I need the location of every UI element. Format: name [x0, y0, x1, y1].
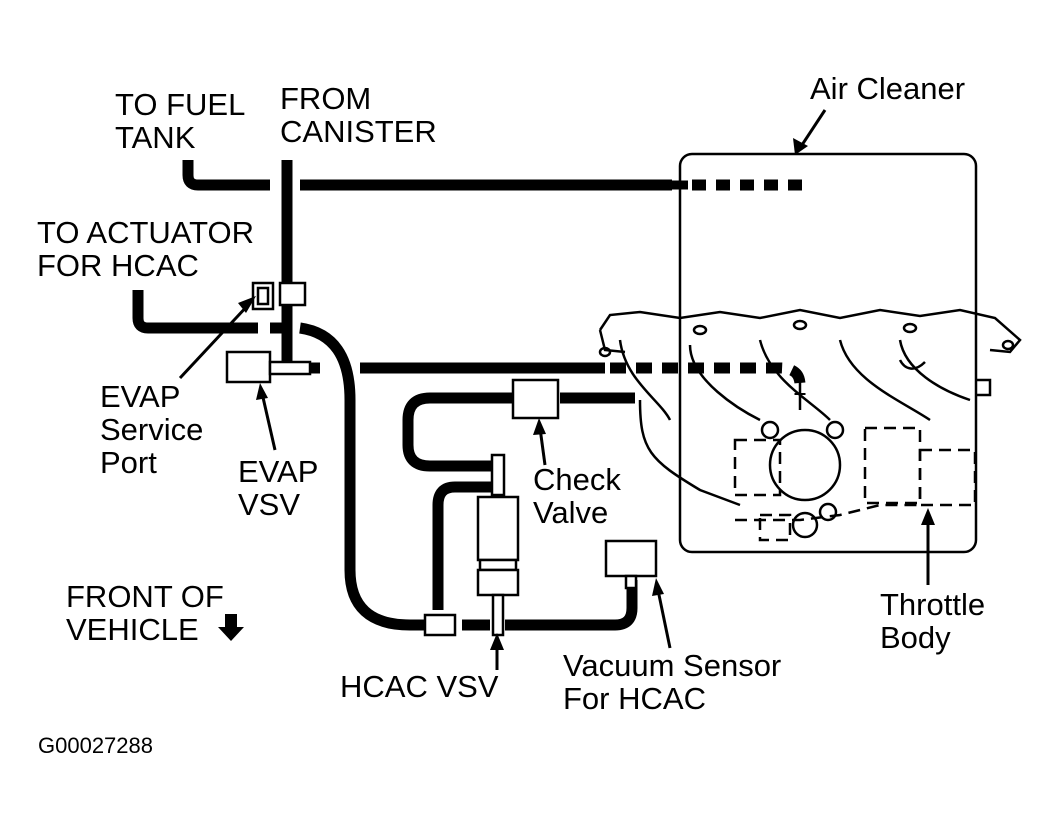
evap-service-port — [251, 281, 275, 311]
evap-vsv-label: EVAP VSV — [238, 454, 319, 522]
hcac-vsv — [423, 453, 520, 637]
throttle-body — [733, 380, 977, 542]
leader-hcac-vsv — [490, 633, 504, 670]
intake-manifold — [598, 308, 1022, 507]
vacuum-sensor-label: Vacuum Sensor For HCAC — [563, 648, 782, 716]
air-cleaner-label: Air Cleaner — [810, 71, 966, 106]
throttle-body-label: Throttle Body — [880, 587, 986, 655]
from-canister-label: FROM CANISTER — [280, 81, 437, 149]
vacuum-sensor — [604, 539, 658, 590]
to-fuel-tank-label: TO FUEL TANK — [115, 87, 246, 155]
leader-vacuum-sensor — [652, 578, 672, 649]
tee-fitting-top — [278, 281, 307, 307]
to-actuator-label: TO ACTUATOR FOR HCAC — [37, 215, 255, 283]
evap-vsv — [225, 350, 312, 384]
leader-throttle-body — [921, 508, 935, 585]
leader-check-valve — [533, 418, 547, 466]
leader-air-cleaner — [793, 109, 827, 155]
air-cleaner-housing — [678, 152, 978, 554]
evap-service-port-label: EVAP Service Port — [100, 379, 204, 480]
down-arrow-icon — [218, 614, 244, 641]
figure-id: G00027288 — [38, 733, 153, 758]
check-valve — [511, 378, 560, 420]
check-valve-label: Check Valve — [533, 462, 621, 530]
front-of-vehicle-label: FRONT OF VEHICLE — [66, 579, 224, 647]
leader-evap-vsv — [256, 383, 277, 451]
hcac-vsv-label: HCAC VSV — [340, 669, 499, 704]
leader-evap-service-port — [178, 296, 256, 380]
